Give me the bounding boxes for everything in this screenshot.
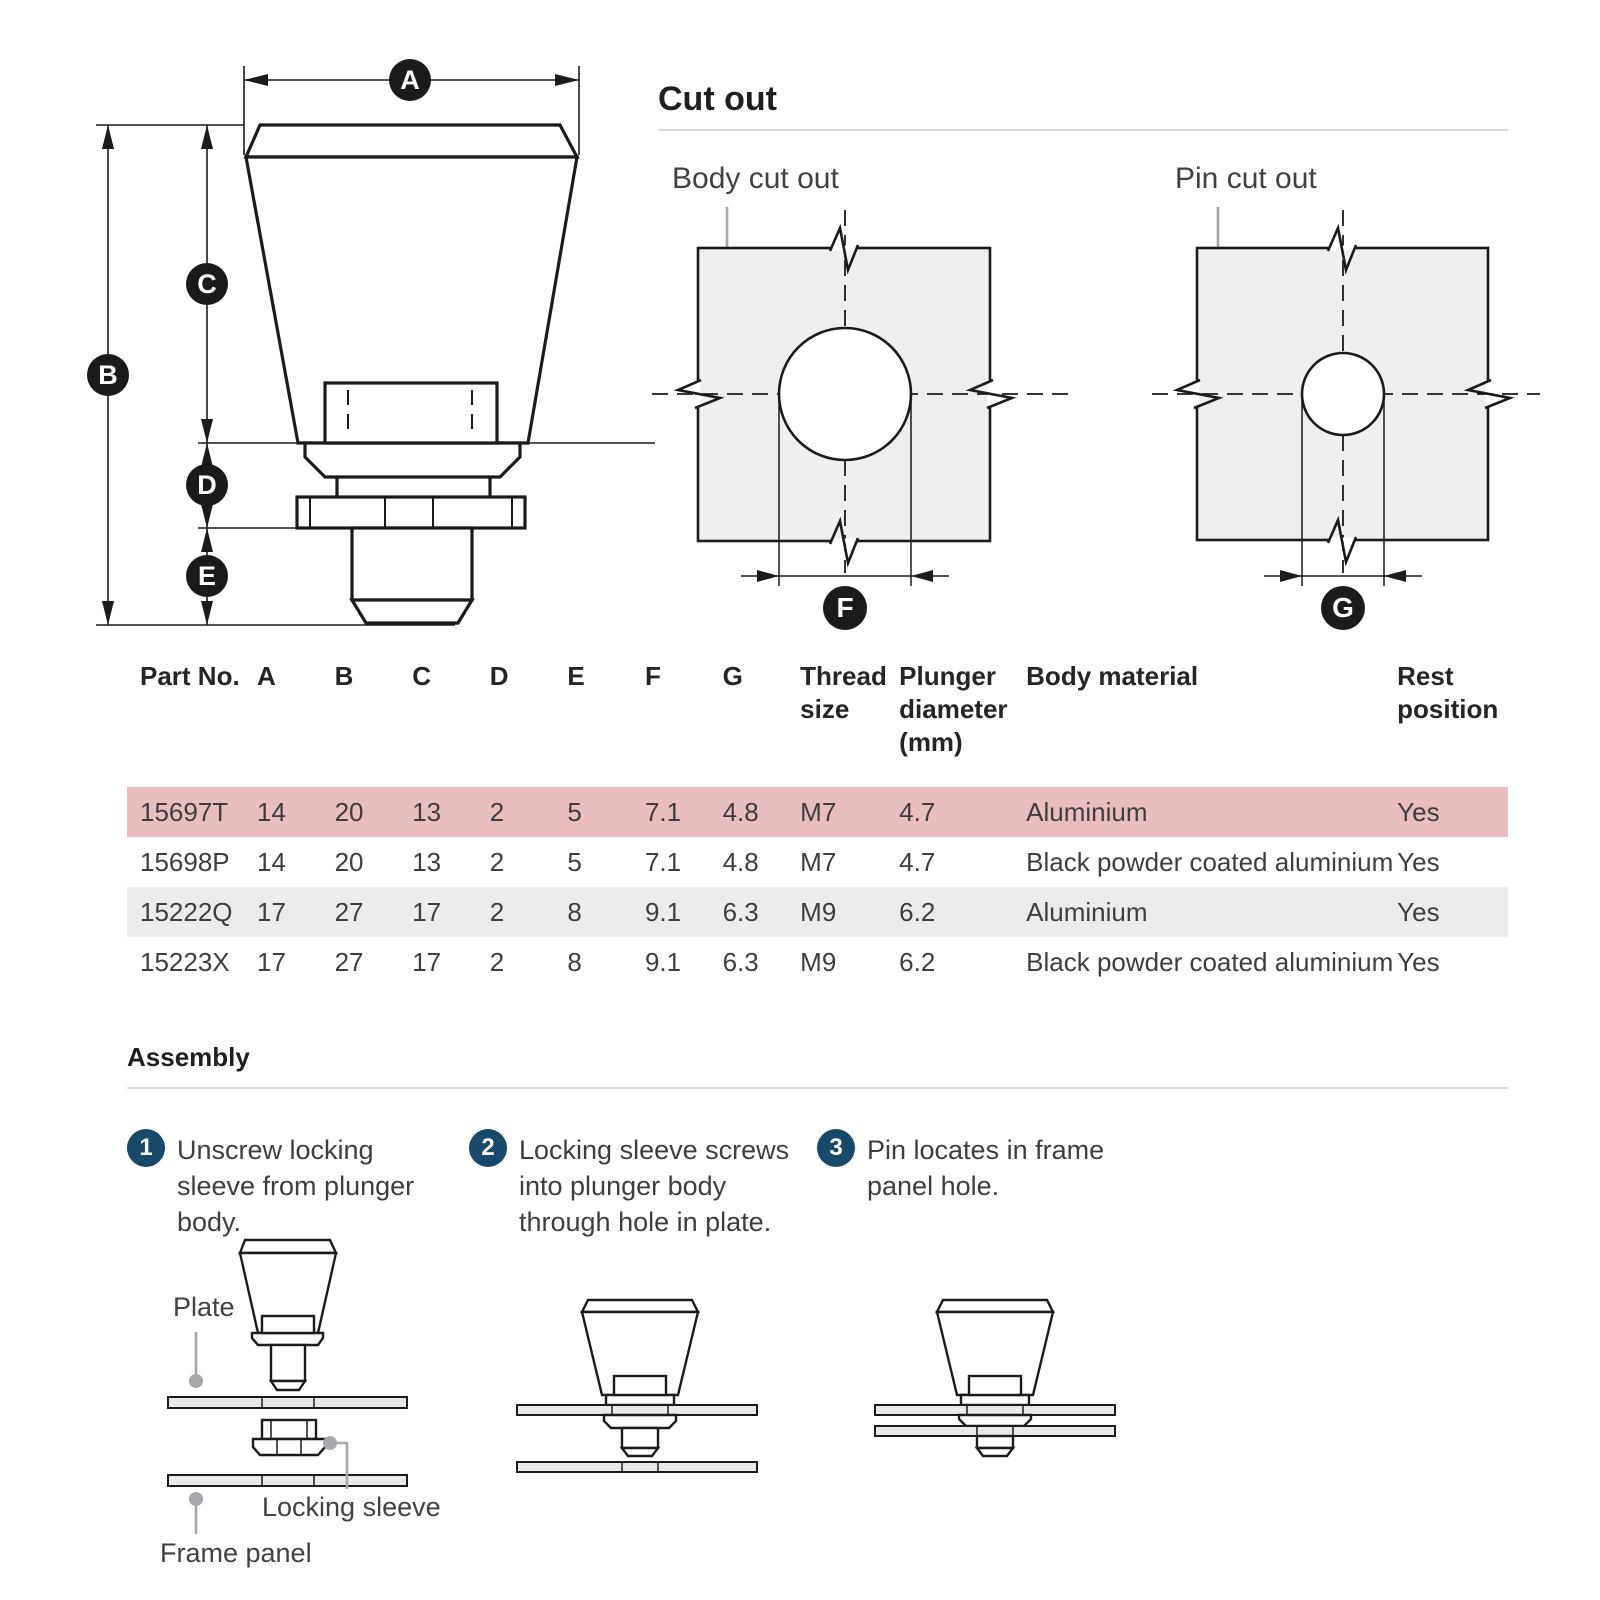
header-g: G	[722, 661, 743, 691]
dim-badge-g: G	[1321, 586, 1365, 630]
header-a: A	[257, 661, 276, 691]
plate	[874, 1404, 1116, 1416]
body-cutout-label: Body cut out	[672, 162, 839, 195]
plunger-dimension-drawing	[96, 66, 655, 626]
locking-sleeve-label: Locking sleeve	[262, 1492, 441, 1522]
table-row-15222Q: 15222Q 17 27 17 2 8 9.1 6.3 M9 6.2 Alumi…	[127, 887, 1508, 937]
table-row-15697T: 15697T 14 20 13 2 5 7.1 4.8 M7 4.7 Alumi…	[127, 787, 1508, 837]
plate	[516, 1404, 758, 1416]
locking-sleeve-detail	[270, 1420, 308, 1455]
step-2-text: Locking sleeve screws into plunger body …	[519, 1135, 790, 1237]
leader-lines	[194, 1332, 349, 1534]
header-plunger-diameter: Plunger diameter (mm)	[899, 661, 1008, 757]
pin-cutout-label: Pin cut out	[1175, 162, 1317, 195]
cell-part-no: 15222Q	[140, 896, 233, 927]
header-thread-size: Thread size	[800, 661, 887, 724]
break-marks	[673, 223, 1017, 568]
frame-panel-label: Frame panel	[160, 1538, 312, 1568]
header-c: C	[412, 661, 431, 691]
header-e: E	[567, 661, 585, 691]
plunger-body-outline	[243, 123, 580, 625]
dim-badge-f: F	[823, 586, 867, 630]
step-3-badge: 3	[817, 1129, 855, 1167]
plunger-exploded	[238, 1238, 338, 1392]
sleeve-between-panels	[957, 1413, 1033, 1428]
g-arrowheads	[1280, 570, 1406, 582]
plate-label: Plate	[173, 1292, 235, 1322]
hole-lines	[611, 1405, 669, 1472]
parts-table-header: Part No. A B C D E F G Thread size Plung…	[127, 660, 1508, 759]
assembly-step-3-drawing	[874, 1298, 1116, 1458]
pin-through-panel	[974, 1434, 1016, 1458]
plunger-on-plate	[580, 1298, 700, 1407]
dim-badge-d: D	[186, 464, 228, 506]
cutout-rule	[658, 129, 1508, 131]
step-1-badge: 1	[127, 1129, 165, 1167]
assembly-step-2-drawing	[516, 1298, 758, 1473]
assembly-rule	[127, 1087, 1508, 1089]
header-f: F	[644, 661, 661, 691]
parts-table-body: 15697T 14 20 13 2 5 7.1 4.8 M7 4.7 Alumi…	[127, 787, 1508, 987]
cutout-heading: Cut out	[658, 80, 777, 118]
frame-panel	[516, 1461, 758, 1473]
dim-badge-b: B	[87, 354, 129, 396]
f-arrowheads	[757, 570, 933, 582]
pin-cutout-diagram	[1152, 207, 1540, 586]
cell-part-no: 15223X	[140, 946, 230, 977]
header-rest-position: Rest position	[1397, 661, 1499, 724]
locking-sleeve	[251, 1418, 327, 1457]
table-row-15223X: 15223X 17 27 17 2 8 9.1 6.3 M9 6.2 Black…	[127, 937, 1508, 987]
leader-dots	[189, 1374, 337, 1506]
dim-badge-a: A	[389, 59, 431, 101]
header-body-material: Body material	[1026, 661, 1199, 691]
assembly-heading: Assembly	[127, 1042, 250, 1072]
plate-hole-lines	[261, 1397, 315, 1408]
header-part-no: Part No.	[140, 661, 240, 691]
frame-hole-lines	[261, 1475, 315, 1486]
header-b: B	[334, 661, 354, 691]
header-d: D	[489, 661, 509, 691]
break-marks	[1172, 223, 1515, 567]
dim-badge-e: E	[186, 555, 228, 597]
hole-lines	[966, 1405, 1024, 1436]
table-row-15698P: 15698P 14 20 13 2 5 7.1 4.8 M7 4.7 Black…	[127, 837, 1508, 887]
plunger-assembled	[935, 1298, 1055, 1407]
dimension-arrowheads	[102, 74, 579, 625]
assembly-step-1-drawing	[167, 1238, 408, 1534]
step-1-text: Unscrew locking sleeve from plunger body…	[177, 1135, 415, 1237]
dim-badge-c: C	[186, 263, 228, 305]
sleeve-and-pin	[602, 1413, 678, 1458]
body-hole	[777, 326, 913, 462]
frame-panel	[167, 1474, 408, 1487]
plunger-detail-lines	[309, 390, 513, 528]
frame-panel	[874, 1425, 1116, 1437]
pin-hole	[1300, 351, 1386, 437]
step-2-badge: 2	[469, 1129, 507, 1167]
cell-part-no: 15697T	[140, 796, 229, 827]
cell-part-no: 15698P	[140, 846, 230, 877]
body-cutout-diagram	[652, 207, 1075, 586]
step-3-text: Pin locates in frame panel hole.	[867, 1135, 1105, 1201]
plate	[167, 1396, 408, 1409]
